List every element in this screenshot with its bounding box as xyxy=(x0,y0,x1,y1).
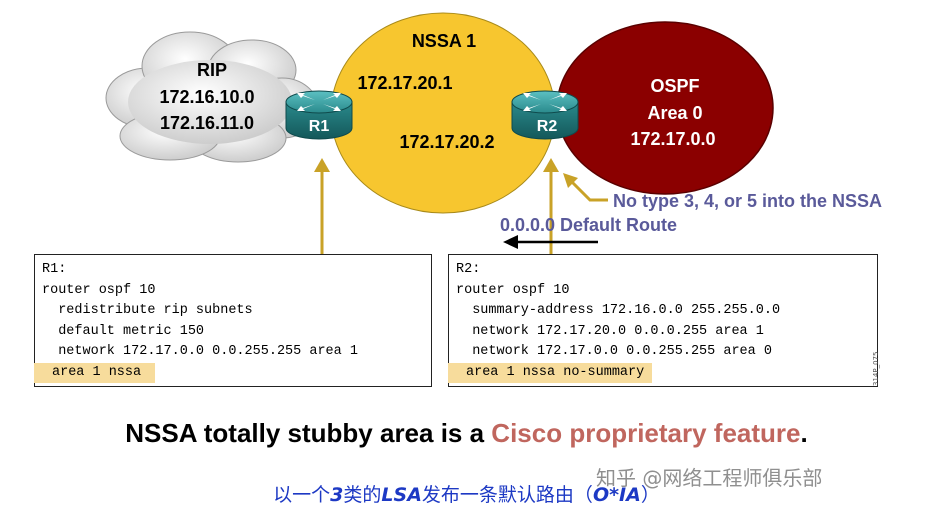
subtitle-part: 类的 xyxy=(343,484,382,506)
r2-nssa-command: area 1 nssa no-summary xyxy=(448,362,653,383)
headline: NSSA totally stubby area is a Cisco prop… xyxy=(0,418,933,449)
headline-period: . xyxy=(800,418,808,448)
rip-network-2: 172.16.11.0 xyxy=(160,113,254,133)
r2-interface-ip: 172.17.20.2 xyxy=(399,132,494,152)
r2-config-line: network 172.17.20.0 0.0.0.255 area 1 xyxy=(456,323,764,339)
r2-config-line: network 172.17.0.0 0.0.255.255 area 0 xyxy=(456,344,772,359)
r1-config-line: redistribute rip subnets xyxy=(42,303,253,318)
r2-config-line: summary-address 172.16.0.0 255.255.0.0 xyxy=(456,303,781,318)
r1-config-box: R1: router ospf 10 redistribute rip subn… xyxy=(34,254,432,387)
router-r2-label: R2 xyxy=(537,118,558,135)
default-route-annotation: 0.0.0.0 Default Route xyxy=(500,215,677,235)
subtitle: 以一个3类的LSA发布一条默认路由（O*IA） xyxy=(0,480,933,507)
subtitle-part: 3 xyxy=(330,484,344,506)
router-r1 xyxy=(285,90,353,140)
r2-config-highlight-row: area 1 nssa no-summary xyxy=(448,362,877,383)
headline-accent: Cisco proprietary feature xyxy=(491,418,801,448)
subtitle-part: ） xyxy=(640,484,660,506)
headline-text: NSSA totally stubby area is a xyxy=(125,418,492,448)
router-r1-label: R1 xyxy=(309,118,330,135)
subtitle-part: O*IA xyxy=(592,484,641,506)
rip-network-1: 172.16.10.0 xyxy=(159,87,254,107)
r2-config-box: R2: router ospf 10 summary-address 172.1… xyxy=(448,254,878,387)
r1-config-line: R1: xyxy=(42,262,67,277)
r1-config-line: router ospf 10 xyxy=(42,282,156,298)
r1-config-line: default metric 150 xyxy=(42,323,205,339)
ospf-area-label: Area 0 xyxy=(647,103,702,123)
watermark: 知乎 @网络工程师俱乐部 xyxy=(596,466,823,490)
r2-nssa-command-text: area 1 nssa no-summary xyxy=(466,364,645,380)
subtitle-part: 以一个 xyxy=(273,484,331,506)
ospf-label: OSPF xyxy=(650,76,699,96)
nssa-label: NSSA 1 xyxy=(412,31,476,51)
r1-config-arrow xyxy=(314,158,330,254)
r1-nssa-command-text: area 1 nssa xyxy=(52,364,142,380)
subtitle-part: 发布一条默认路由（ xyxy=(421,484,593,506)
figure-code: 314P_075 xyxy=(872,351,880,386)
r2-config-line: router ospf 10 xyxy=(456,282,570,298)
r1-interface-ip: 172.17.20.1 xyxy=(357,73,452,93)
r2-config-arrow xyxy=(543,158,559,254)
r1-config-highlight-row: area 1 nssa xyxy=(34,362,431,383)
router-arrows-icon xyxy=(297,93,341,111)
r1-nssa-command: area 1 nssa xyxy=(34,362,156,383)
default-route-arrow xyxy=(503,235,598,249)
no-type-callout-arrow xyxy=(563,173,608,202)
r2-config-line: R2: xyxy=(456,262,481,277)
router-r2 xyxy=(511,90,579,140)
rip-label: RIP xyxy=(197,60,227,80)
router-arrows-icon xyxy=(523,93,567,111)
subtitle-part: LSA xyxy=(381,484,422,506)
ospf-network: 172.17.0.0 xyxy=(630,129,715,149)
r1-config-line: network 172.17.0.0 0.0.255.255 area 1 xyxy=(42,344,358,359)
no-type-annotation: No type 3, 4, or 5 into the NSSA xyxy=(613,191,882,211)
